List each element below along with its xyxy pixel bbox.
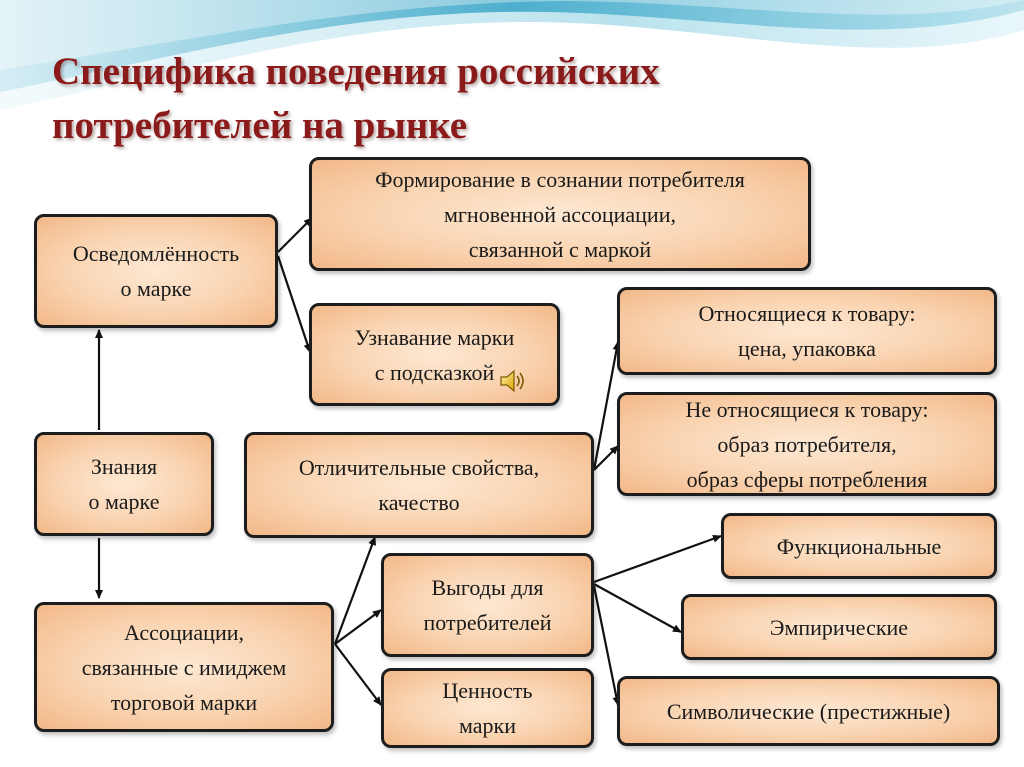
arrow-associations-to-distinctive — [333, 536, 377, 645]
box-knowledge-text: Знания о марке — [88, 454, 160, 514]
arrow-distinctive-to-non-product-related — [593, 445, 619, 471]
box-prompted-recognition-text: Узнавание марки с подсказкой — [354, 324, 515, 385]
arrow-associations-to-benefits — [334, 609, 382, 645]
box-associations-text: Ассоциации, связанные с имиджем торговой… — [81, 619, 287, 715]
page-title-line-1: Специфика поведения российских — [52, 50, 660, 93]
box-empirical: Эмпирические — [681, 594, 997, 660]
box-awareness-text: Осведомлённость о марке — [72, 241, 240, 301]
arrow-benefits-to-symbolic — [592, 585, 621, 706]
box-awareness: Осведомлённость о марке — [34, 214, 278, 328]
box-product-related-text: Относящиеся к товару: цена, упаковка — [698, 301, 916, 361]
header-wave-decoration — [0, 0, 1024, 110]
box-benefits-text: Выгоды для потребителей — [423, 575, 552, 635]
box-knowledge: Знания о марке — [34, 432, 214, 536]
box-distinctive-properties: Отличительные свойства, качество — [244, 432, 594, 538]
box-non-product-related: Не относящиеся к товару: образ потребите… — [617, 392, 997, 496]
box-symbolic: Символические (престижные) — [617, 676, 1000, 746]
arrow-awareness-to-prompted-recognition — [276, 255, 312, 353]
box-functional-text: Функциональные — [776, 533, 942, 559]
arrow-benefits-to-functional — [593, 534, 722, 584]
box-empirical-text: Эмпирические — [769, 614, 909, 640]
speaker-icon[interactable] — [497, 366, 527, 396]
page-title-line-2: потребителей на рынке — [52, 104, 468, 147]
box-instant-association-text: Формирование в сознании потребителя мгно… — [375, 166, 745, 262]
box-product-related: Относящиеся к товару: цена, упаковка — [617, 287, 997, 375]
box-brand-value-text: Ценность марки — [442, 678, 533, 738]
box-prompted-recognition: Узнавание марки с подсказкой — [309, 303, 560, 406]
arrow-awareness-to-instant-association — [277, 217, 313, 253]
box-symbolic-text: Символические (престижные) — [666, 698, 951, 724]
box-distinctive-properties-text: Отличительные свойства, качество — [298, 455, 540, 515]
box-associations: Ассоциации, связанные с имиджем торговой… — [34, 602, 334, 732]
arrow-associations-to-brand-value — [334, 643, 382, 706]
box-instant-association: Формирование в сознании потребителя мгно… — [309, 157, 811, 271]
box-non-product-related-text: Не относящиеся к товару: образ потребите… — [685, 396, 929, 492]
box-brand-value: Ценность марки — [381, 668, 594, 748]
box-functional: Функциональные — [721, 513, 997, 579]
arrow-distinctive-to-product-related — [592, 341, 621, 471]
box-benefits: Выгоды для потребителей — [381, 553, 594, 657]
arrow-benefits-to-empirical — [593, 583, 682, 633]
